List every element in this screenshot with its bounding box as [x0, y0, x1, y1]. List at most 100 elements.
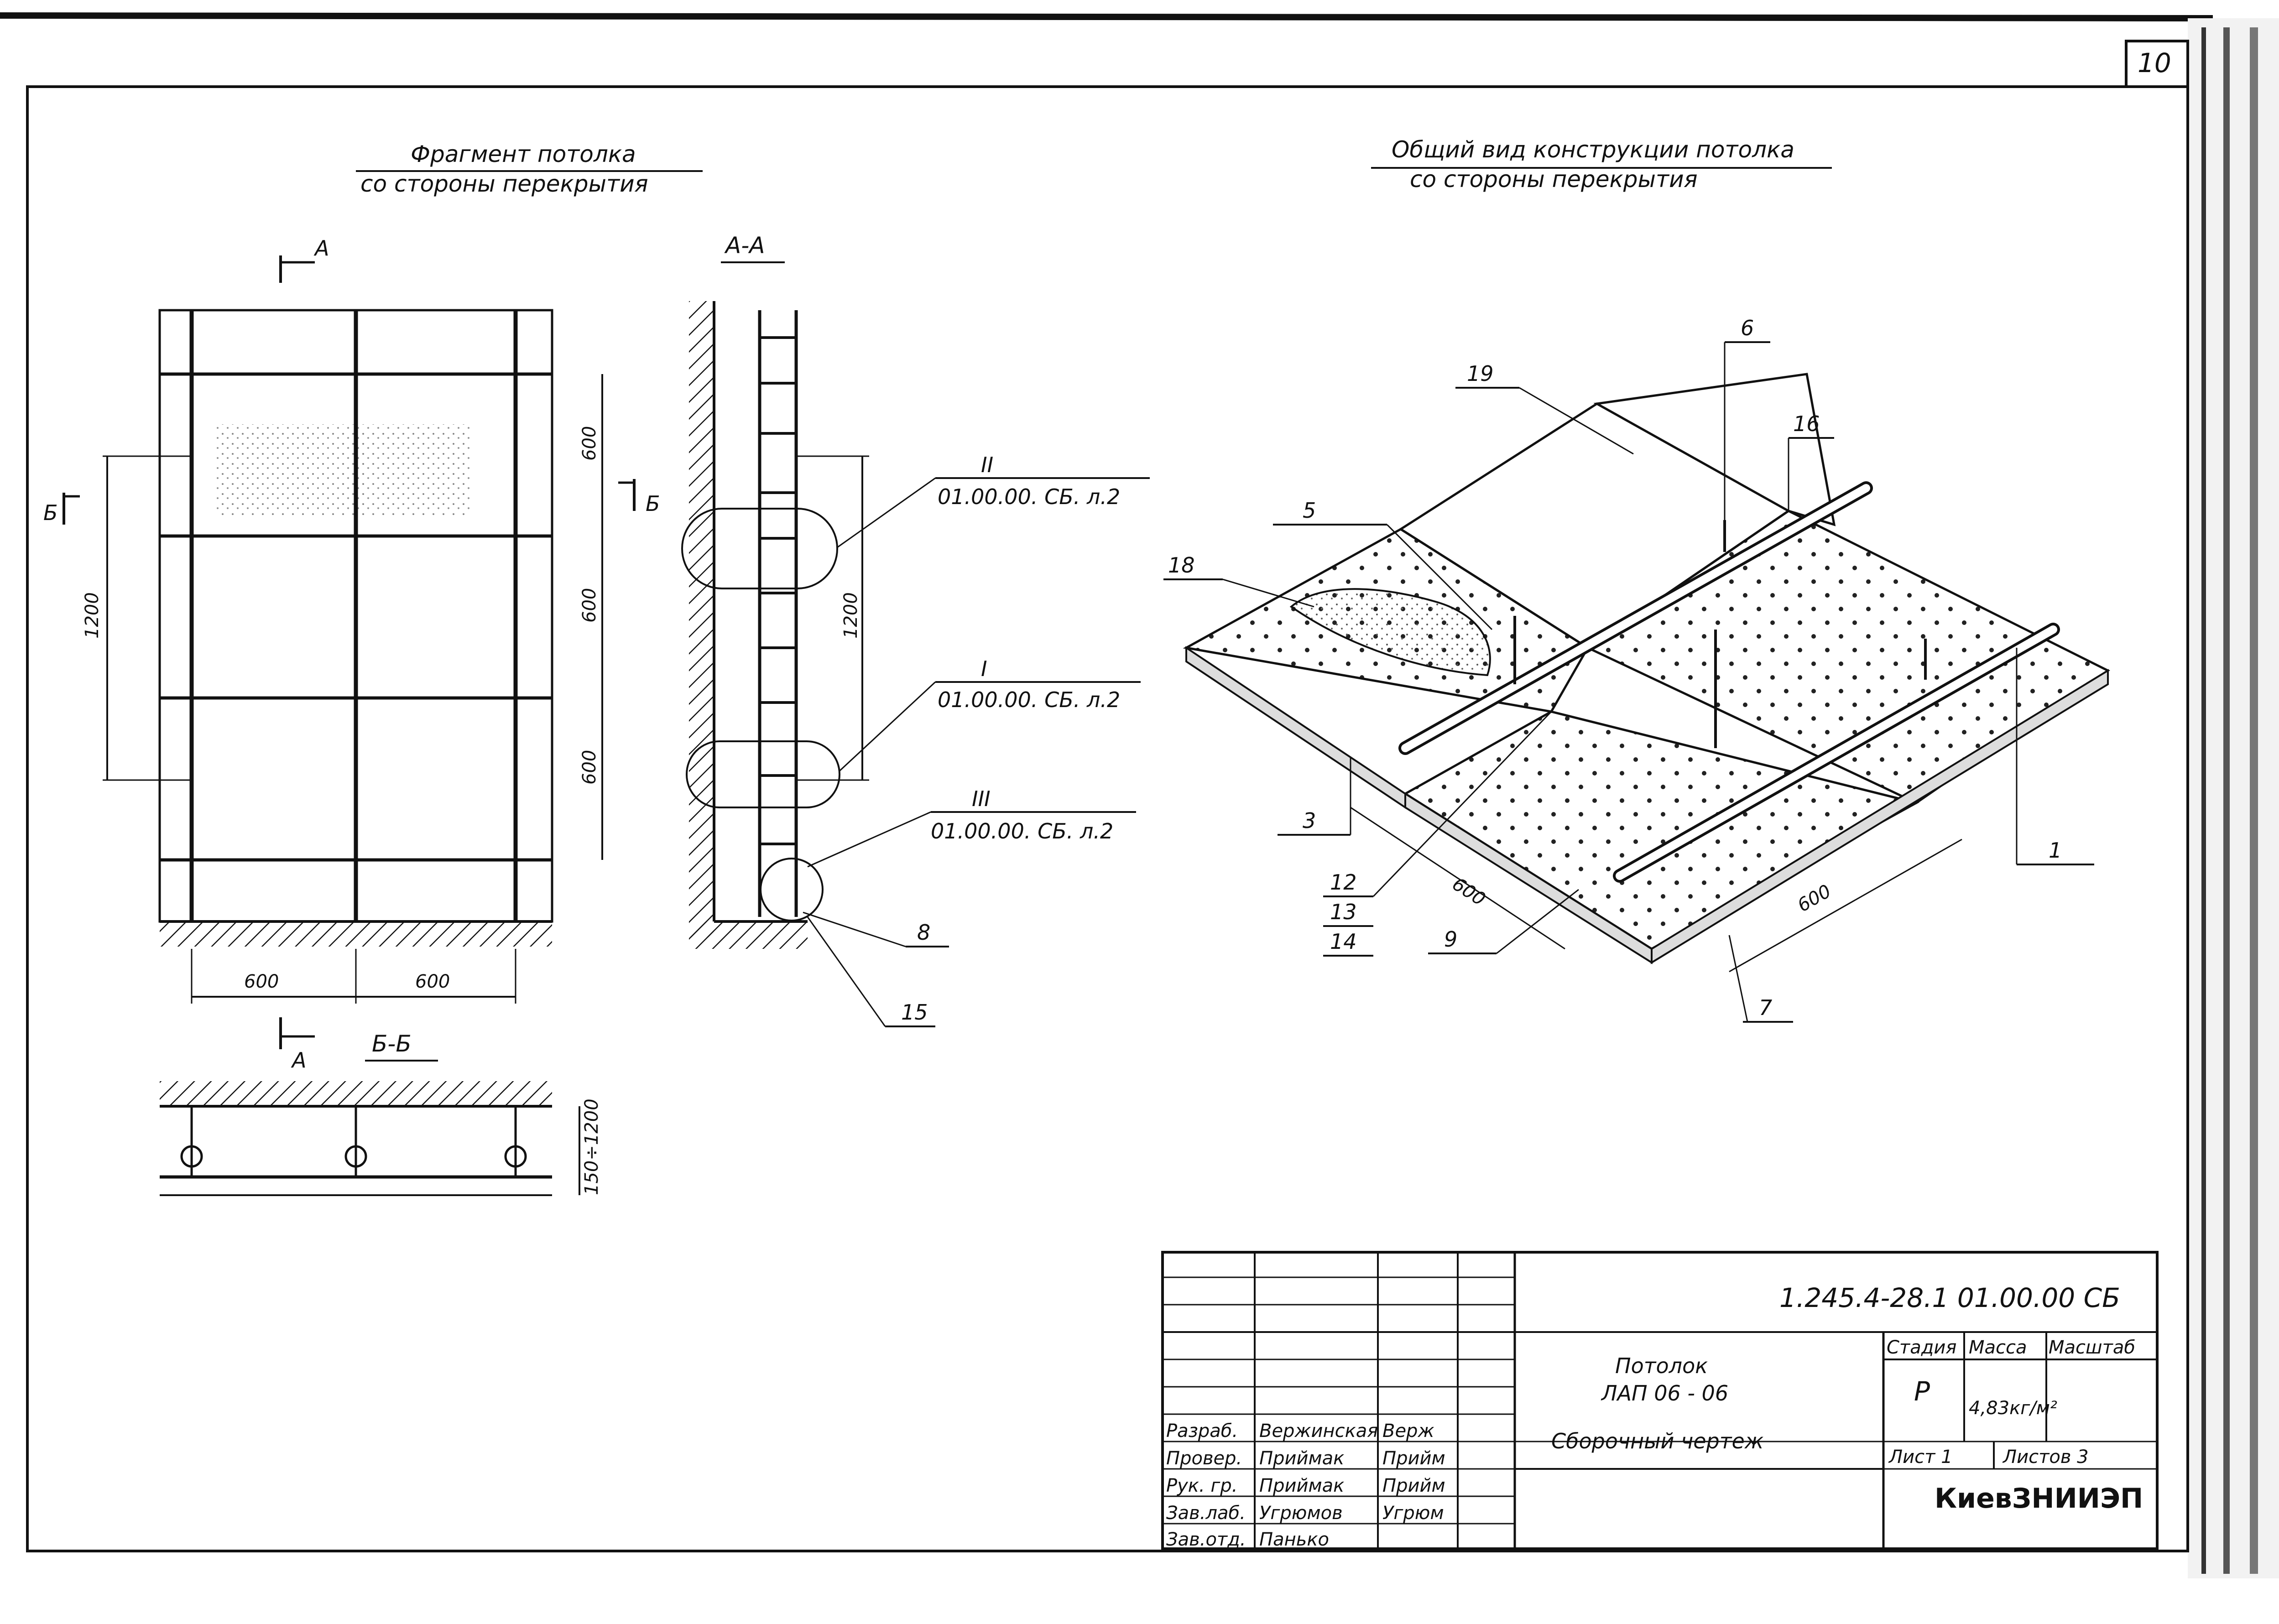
bb-clip-2 [344, 1145, 367, 1168]
bb-marker-a: А [291, 1048, 306, 1072]
tb-role-3: Рук. гр. [1166, 1475, 1238, 1496]
iso-dim-line-right [1729, 838, 1962, 973]
tb-sign-4: Угрюм [1382, 1503, 1444, 1524]
pos-13-label: 13 [1330, 900, 1357, 924]
pos-19-leader [1519, 387, 1634, 455]
iso-dim-600-b: 600 [1794, 881, 1835, 916]
tb-sign-3: Прийм [1382, 1475, 1445, 1496]
tb-role-5: Зав.отд. [1166, 1529, 1246, 1550]
pos-15-label: 15 [901, 1000, 928, 1025]
section-bb-title: Б-Б [372, 1031, 412, 1057]
tb-role-1: Разраб. [1166, 1421, 1238, 1442]
tb-stage-label: Стадия [1887, 1337, 1956, 1358]
section-aa-view: А-А 1200 II 01.00.00. СБ. л.2 [681, 232, 1150, 1027]
pos-19-label: 19 [1467, 361, 1494, 386]
dim-600-c: 600 [579, 750, 600, 785]
callout-ii-leader [837, 477, 936, 548]
callout-i-numeral: I [981, 656, 987, 681]
bb-clip-3 [504, 1145, 527, 1168]
tb-name-line-1: Потолок [1615, 1353, 1708, 1378]
tb-role-2: Провер. [1166, 1448, 1242, 1469]
callout-iii-ref: 01.00.00. СБ. л.2 [931, 819, 1113, 843]
section-b-label-right: Б [646, 491, 660, 516]
tb-mass-value: 4,83кг/м² [1969, 1398, 2057, 1419]
pos-12-label: 12 [1330, 870, 1357, 895]
section-a-label-top: А [313, 236, 329, 260]
callout-i-ref: 01.00.00. СБ. л.2 [938, 687, 1120, 712]
pos-12-leader [1372, 711, 1552, 897]
pos-6-label: 6 [1741, 316, 1754, 340]
sheet-number: 10 [2138, 47, 2171, 78]
pos-1-label: 1 [2049, 838, 2062, 863]
iso-title-2: со стороны перекрытия [1410, 166, 1698, 193]
dim-1200-left: 1200 [82, 592, 103, 639]
pos-14-label: 14 [1330, 929, 1357, 954]
tb-name-2: Приймак [1259, 1448, 1344, 1469]
sheet-number-box [2125, 40, 2189, 88]
tb-scale-label: Масштаб [2049, 1337, 2135, 1358]
plan-floor-hatch [160, 921, 552, 947]
bb-slab-hatch [160, 1081, 552, 1106]
isometric-view: Общий вид конструкции потолка со стороны… [1163, 136, 2110, 1023]
tb-sign-2: Прийм [1382, 1448, 1445, 1469]
section-aa-title: А-А [724, 232, 765, 259]
aa-detail-i-loop [686, 740, 840, 808]
aa-detail-iii-circle [760, 858, 824, 921]
left-fragment-view: Фрагмент потолка со стороны перекрытия А… [43, 141, 703, 1004]
plan-insulation-patch [214, 424, 470, 515]
tb-stage-value: Р [1914, 1376, 1930, 1407]
tb-sign-1: Верж [1382, 1421, 1434, 1442]
tb-doc-code: 1.245.4-28.1 01.00.00 СБ [1779, 1282, 2120, 1313]
left-view-title-1: Фрагмент потолка [411, 141, 636, 167]
pos-9-leader [1496, 889, 1579, 954]
tb-name-line-2: ЛАП 06 - 06 [1601, 1381, 1728, 1405]
pos-8-leader [803, 911, 906, 947]
pos-7-leader [1728, 935, 1748, 1022]
callout-ii-numeral: II [981, 453, 993, 477]
dim-bottom-600-b: 600 [415, 971, 450, 992]
iso-tube-front-fill [1616, 625, 2057, 880]
dim-600-a: 600 [579, 426, 600, 461]
tb-doc-type: Сборочный чертеж [1551, 1429, 1764, 1453]
tb-name-1: Вержинская [1259, 1421, 1378, 1442]
sheet-top-edge [0, 12, 2213, 21]
section-b-label-left: Б [43, 500, 58, 525]
pos-5-label: 5 [1303, 498, 1316, 523]
pos-5-leader [1386, 524, 1493, 630]
aa-floor-hatch [689, 921, 808, 949]
tb-sheet-label: Лист 1 [1888, 1447, 1953, 1468]
pos-18-label: 18 [1168, 553, 1195, 578]
iso-tube-back-fill [1401, 484, 1870, 752]
callout-i-leader [839, 681, 936, 772]
tb-name-5: Панько [1259, 1529, 1329, 1550]
aa-dim-1200: 1200 [840, 592, 861, 639]
tb-org: КиевЗНИИЭП [1935, 1483, 2143, 1515]
iso-edge-right [1651, 669, 2109, 964]
tb-sheets-label: Листов 3 [2002, 1447, 2089, 1468]
iso-title-1: Общий вид конструкции потолка [1392, 136, 1794, 163]
dim-bottom-600-a: 600 [244, 971, 279, 992]
title-block-frame [1161, 1251, 2159, 1550]
pos-16-label: 16 [1793, 411, 1820, 436]
bb-dim-height: 150÷1200 [581, 1098, 602, 1195]
tb-role-4: Зав.лаб. [1166, 1503, 1246, 1524]
pos-7-label: 7 [1759, 995, 1772, 1020]
pos-8-label: 8 [917, 920, 930, 945]
iso-dim-600-a: 600 [1449, 874, 1489, 910]
bb-clip-1 [180, 1145, 203, 1168]
tb-mass-label: Масса [1969, 1337, 2027, 1358]
drawing-frame [26, 85, 2189, 1552]
left-view-title-2: со стороны перекрытия [360, 171, 648, 197]
pos-15-leader [807, 916, 886, 1027]
aa-wall-hatch [689, 301, 714, 937]
section-bb-view: А Б-Б 150÷1200 [160, 1017, 602, 1196]
pos-18-leader [1222, 578, 1314, 608]
aa-detail-ii-loop [681, 508, 838, 589]
callout-ii-ref: 01.00.00. СБ. л.2 [938, 484, 1120, 509]
callout-iii-numeral: III [972, 786, 991, 811]
dim-600-b: 600 [579, 588, 600, 623]
title-block: Разраб. Вержинская Верж Провер. Приймак … [1161, 1251, 2159, 1550]
callout-iii-leader [807, 811, 931, 868]
